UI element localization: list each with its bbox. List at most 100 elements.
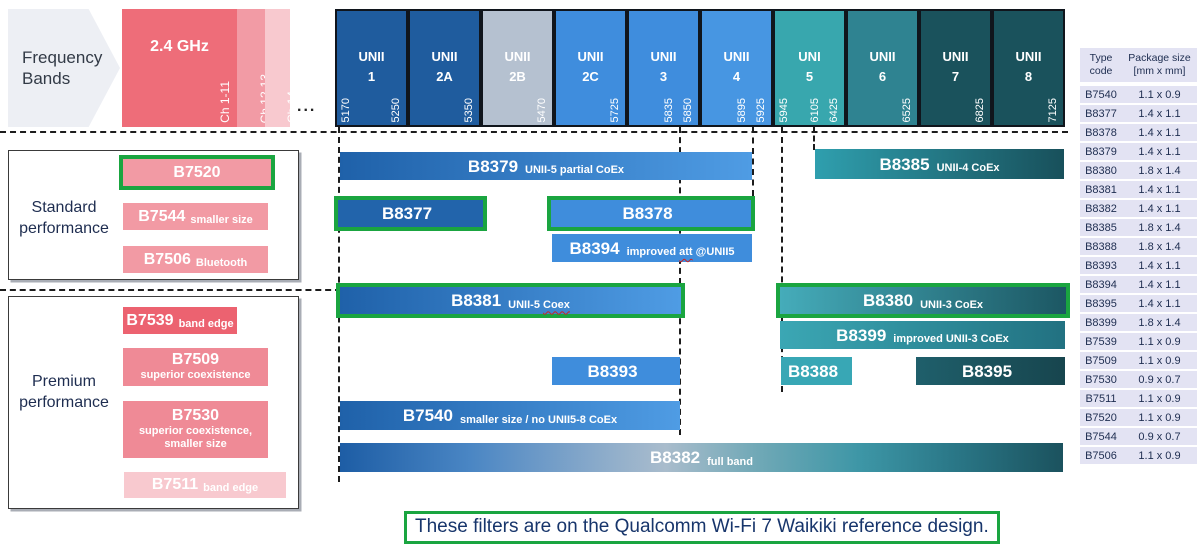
table-row: B7540 1.1 x 0.9 — [1080, 86, 1197, 104]
filter-bar: B8388 — [781, 357, 852, 385]
band-24ghz-segment: Ch 1-11 — [122, 9, 237, 127]
frequency-tick: 5170 — [340, 97, 352, 122]
filter-bar: B8393 — [552, 357, 680, 385]
cell-package-size: 1.4 x 1.1 — [1138, 202, 1181, 215]
table-row: B8394 1.4 x 1.1 — [1080, 276, 1197, 294]
frequency-tick: 5925 — [755, 97, 767, 122]
cell-package-size: 1.4 x 1.1 — [1138, 145, 1181, 158]
bar-code: B8381 — [451, 291, 502, 310]
frequency-tick: 5850 — [682, 97, 694, 122]
filter-chip: B7520 — [119, 155, 275, 190]
bar-code: B8379 — [467, 156, 519, 176]
cell-package-size: 1.4 x 1.1 — [1138, 183, 1181, 196]
cell-type-code: B8399 — [1085, 316, 1117, 329]
filter-bar: B8379 UNII-5 partial CoEx — [340, 152, 752, 180]
unii-band: UNII 2B 5470 — [481, 9, 554, 127]
table-row: B7511 1.1 x 0.9 — [1080, 390, 1197, 408]
table-row: B8378 1.4 x 1.1 — [1080, 124, 1197, 142]
cell-type-code: B7530 — [1085, 373, 1117, 386]
unii-band: UNII 4 5895 5925 — [700, 9, 773, 127]
dashed-guide-5925 — [752, 127, 754, 196]
table-row: B8381 1.4 x 1.1 — [1080, 181, 1197, 199]
band-24ghz-segment: Ch 14 — [265, 9, 299, 127]
bar-note: UNII-5 Coex — [508, 298, 570, 311]
cell-package-size: 0.9 x 0.7 — [1138, 373, 1181, 386]
cell-package-size: 1.4 x 1.1 — [1138, 297, 1181, 310]
cell-package-size: 1.1 x 0.9 — [1138, 449, 1181, 462]
table-row: B7530 0.9 x 0.7 — [1080, 371, 1197, 389]
chip-code: B7530 — [171, 406, 220, 424]
frequency-tick: 5725 — [609, 97, 621, 122]
table-row: B8379 1.4 x 1.1 — [1080, 143, 1197, 161]
filter-bar: B8385 UNII-4 CoEx — [815, 149, 1064, 179]
bar-note: UNII-5 partial CoEx — [525, 164, 625, 176]
ellipsis: ... — [297, 98, 317, 115]
unii-band-label: UNII 8 — [1015, 49, 1042, 85]
table-header: Type code Package size [mm x mm] — [1080, 48, 1197, 83]
cell-package-size: 1.4 x 1.1 — [1138, 259, 1181, 272]
channel-label: Ch 1-11 — [218, 81, 232, 123]
cell-package-size: 1.4 x 1.1 — [1138, 126, 1181, 139]
dashed-guide-5170 — [338, 127, 340, 482]
unii-band: UNII 8 7125 — [992, 9, 1065, 127]
unii-band-label: UNII 2B — [504, 49, 531, 85]
table-row: B8393 1.4 x 1.1 — [1080, 257, 1197, 275]
cell-type-code: B7540 — [1085, 88, 1117, 101]
cell-type-code: B8382 — [1085, 202, 1117, 215]
bar-code: B8395 — [961, 361, 1013, 381]
bar-note: improved UNII-3 CoEx — [893, 333, 1009, 345]
unii-band-label: UNI 5 — [798, 49, 821, 85]
cell-type-code: B7544 — [1085, 430, 1117, 443]
unii-band-label: UNII 4 — [723, 49, 750, 85]
unii-band: UNI 5 5945 6105 6425 — [773, 9, 846, 127]
unii-band: UNII 7 6825 — [919, 9, 992, 127]
table-row: B8399 1.8 x 1.4 — [1080, 314, 1197, 332]
bar-code: B8380 — [862, 291, 914, 310]
cell-type-code: B8381 — [1085, 183, 1117, 196]
chip-subnote: superior coexistence, — [138, 424, 253, 437]
cell-type-code: B7509 — [1085, 354, 1117, 367]
bar-note: smaller size / no UNII5-8 CoEx — [459, 413, 618, 426]
frequency-tick: 5350 — [463, 97, 475, 122]
bar-code: B8378 — [622, 204, 673, 223]
standard-performance-label: Standard performance — [19, 199, 109, 237]
unii-band-label: UNII 3 — [650, 49, 677, 85]
bar-code: B8388 — [787, 361, 839, 381]
cell-type-code: B8395 — [1085, 297, 1117, 310]
unii-band: UNII 3 5835 5850 — [627, 9, 700, 127]
cell-package-size: 1.1 x 0.9 — [1138, 392, 1181, 405]
table-row: B7520 1.1 x 0.9 — [1080, 409, 1197, 427]
bar-note: UNII-4 CoEx — [936, 162, 1000, 174]
filter-bar: B8395 — [916, 357, 1065, 385]
chip-note: band edge — [203, 482, 259, 495]
bar-code: B8377 — [381, 204, 433, 223]
filter-chip: B7530 superior coexistence, smaller size — [123, 401, 268, 458]
table-row: B8380 1.8 x 1.4 — [1080, 162, 1197, 180]
band-24ghz-segment: Ch 12-13 — [237, 9, 272, 127]
cell-package-size: 0.9 x 0.7 — [1138, 430, 1181, 443]
cell-type-code: B8377 — [1085, 107, 1117, 120]
cell-package-size: 1.4 x 1.1 — [1138, 107, 1181, 120]
unii-band-label: UNII 6 — [869, 49, 896, 85]
unii-band-label: UNII 2A — [431, 49, 458, 85]
chip-note: smaller size — [190, 213, 253, 226]
table-row: B7509 1.1 x 0.9 — [1080, 352, 1197, 370]
unii-band: UNII 6 6525 — [846, 9, 919, 127]
frequency-tick: 6105 — [809, 97, 821, 122]
table-header-size: Package size [mm x mm] — [1128, 52, 1191, 78]
chip-code: B7509 — [171, 351, 220, 369]
cell-type-code: B8385 — [1085, 221, 1117, 234]
cell-type-code: B7520 — [1085, 411, 1117, 424]
premium-performance-label: Premium performance — [19, 373, 109, 411]
table-body: B7540 1.1 x 0.9 B8377 1.4 x 1.1 B8378 1.… — [1080, 86, 1197, 465]
bar-code: B8385 — [879, 154, 930, 174]
cell-package-size: 1.8 x 1.4 — [1138, 164, 1181, 177]
table-row: B7506 1.1 x 0.9 — [1080, 447, 1197, 465]
dashed-guide-5850 — [679, 127, 681, 435]
table-row: B8385 1.8 x 1.4 — [1080, 219, 1197, 237]
